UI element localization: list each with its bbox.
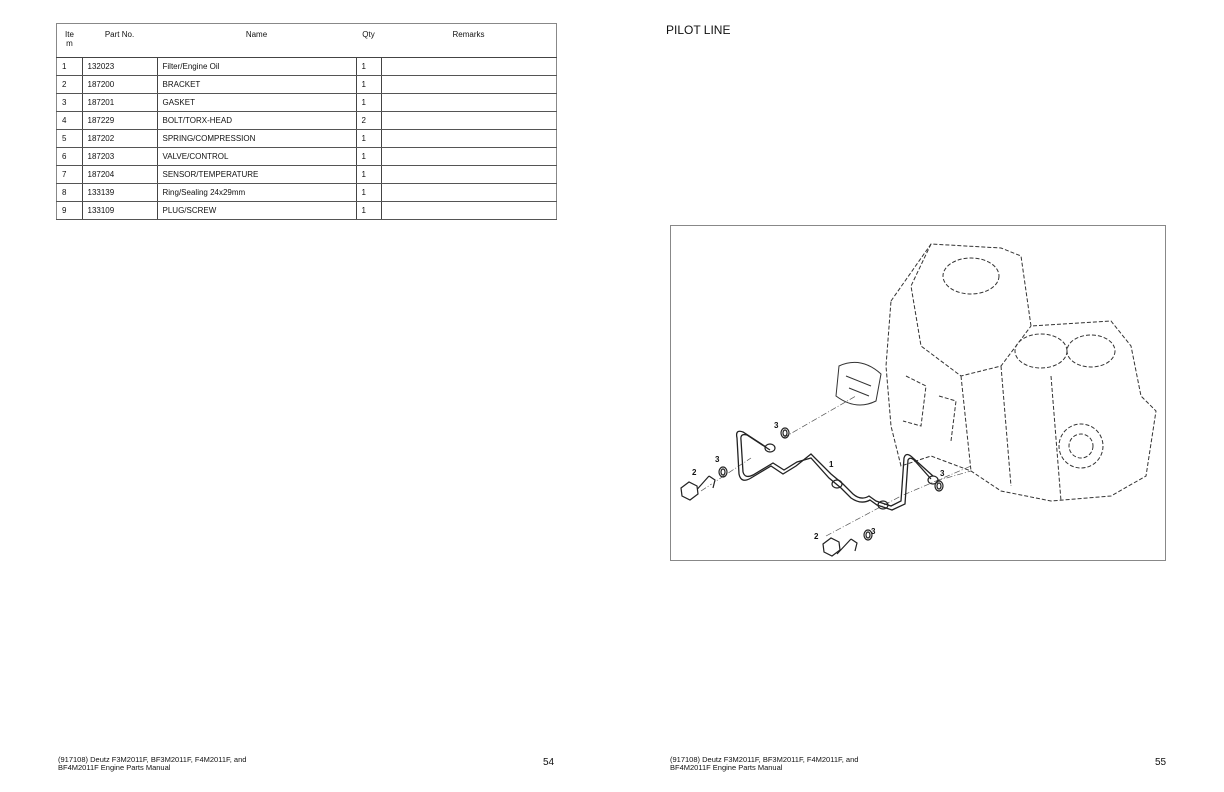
cell-remarks [380,183,557,202]
footer-line-1: (917108) Deutz F3M2011F, BF3M2011F, F4M2… [670,755,859,764]
cell-qty: 1 [355,75,381,94]
cell-qty: 1 [355,201,381,220]
cell-remarks [380,57,557,76]
cell-remarks [380,165,557,184]
header-qty: Qty [356,23,381,58]
fittings [718,427,944,541]
header-remarks: Remarks [381,23,557,58]
cell-remarks [380,75,557,94]
cell-name: Filter/Engine Oil [156,57,356,76]
cell-remarks [380,147,557,166]
exploded-view-illustration: 3 3 2 1 3 2 3 [680,243,1157,557]
callout-3: 3 [715,455,720,464]
cell-item: 2 [56,75,82,94]
callout-2: 2 [692,468,697,477]
footer-line-1: (917108) Deutz F3M2011F, BF3M2011F, F4M2… [58,755,247,764]
cell-qty: 1 [355,57,381,76]
cell-part-no: 132023 [81,57,157,76]
callout-2: 2 [814,532,819,541]
cell-qty: 1 [355,129,381,148]
pilot-line-diagram: 3 3 2 1 3 2 3 [670,225,1166,561]
cell-name: Ring/Sealing 24x29mm [156,183,356,202]
table-header-row: Ite m Part No. Name Qty Remarks [56,23,557,58]
filter-housing [835,361,882,406]
cell-part-no: 187229 [81,111,157,130]
engine-block-outline [885,243,1157,502]
cell-qty: 1 [355,183,381,202]
cell-item: 4 [56,111,82,130]
cell-name: BRACKET [156,75,356,94]
cell-part-no: 187200 [81,75,157,94]
cell-item: 1 [56,57,82,76]
header-item: Ite m [56,23,82,58]
cell-name: BOLT/TORX-HEAD [156,111,356,130]
cell-qty: 1 [355,93,381,112]
callout-3: 3 [871,527,876,536]
cell-item: 7 [56,165,82,184]
footer-line-2: BF4M2011F Engine Parts Manual [670,763,783,772]
cell-name: VALVE/CONTROL [156,147,356,166]
cell-remarks [380,111,557,130]
cell-qty: 2 [355,111,381,130]
cell-part-no: 187202 [81,129,157,148]
footer: (917108) Deutz F3M2011F, BF3M2011F, F4M2… [58,756,246,772]
callout-1: 1 [829,460,834,469]
cell-item: 6 [56,147,82,166]
header-name: Name [157,23,356,58]
footer-line-2: BF4M2011F Engine Parts Manual [58,763,171,772]
page-55: PILOT LINE [612,0,1224,792]
page-title: PILOT LINE [666,23,731,37]
cell-qty: 1 [355,147,381,166]
page-number: 54 [543,757,555,768]
cell-name: SENSOR/TEMPERATURE [156,165,356,184]
cell-remarks [380,201,557,220]
cell-qty: 1 [355,165,381,184]
cell-name: SPRING/COMPRESSION [156,129,356,148]
cell-part-no: 187201 [81,93,157,112]
callout-3: 3 [940,469,945,478]
assembly-lines [700,395,972,537]
header-part-no: Part No. [82,23,157,58]
cell-item: 3 [56,93,82,112]
footer: (917108) Deutz F3M2011F, BF3M2011F, F4M2… [670,756,858,772]
cell-remarks [380,93,557,112]
cell-part-no: 187203 [81,147,157,166]
page-number: 55 [1155,757,1167,768]
cell-part-no: 133139 [81,183,157,202]
cell-item: 8 [56,183,82,202]
bolts [680,475,858,557]
cell-part-no: 133109 [81,201,157,220]
cell-item: 5 [56,129,82,148]
cell-part-no: 187204 [81,165,157,184]
pilot-line-pipe [735,430,934,511]
callouts: 3 3 2 1 3 2 3 [692,421,945,541]
cell-remarks [380,129,557,148]
cell-item: 9 [56,201,82,220]
callout-3: 3 [774,421,779,430]
cell-name: GASKET [156,93,356,112]
cell-name: PLUG/SCREW [156,201,356,220]
